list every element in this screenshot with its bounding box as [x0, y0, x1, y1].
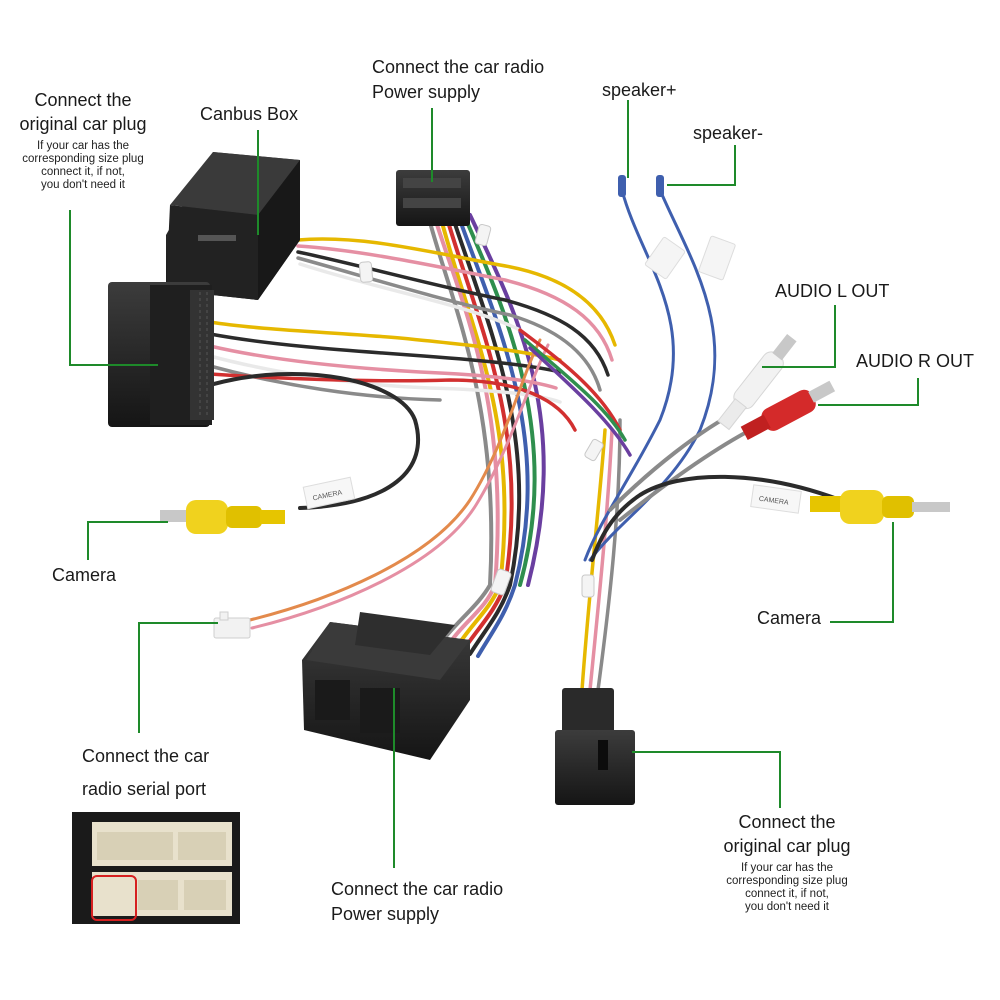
label-serial-port-line2: radio serial port: [82, 779, 207, 799]
label-note-line: you don't need it: [40, 179, 126, 191]
cable-ties: [358, 223, 604, 598]
label-title-line: original car plug: [723, 836, 851, 856]
label-radio-power-bottom-line2: Power supply: [331, 904, 440, 924]
label-speaker-plus: speaker+: [602, 80, 677, 100]
label-original-plug-left: Connect the original car plug If your ca…: [8, 88, 158, 192]
label-note-line: connect it, if not,: [41, 166, 125, 178]
wire-bundle: [208, 188, 842, 692]
svg-text:CAMERA: CAMERA: [758, 496, 789, 507]
label-audio-l-out: AUDIO L OUT: [775, 281, 890, 301]
rca-plug-icon: [740, 380, 836, 441]
label-title-line: Connect the: [34, 90, 132, 110]
label-camera-left: Camera: [52, 565, 117, 585]
canbus-box-icon: [166, 152, 300, 300]
label-original-plug-right: Connect the original car plug If your ca…: [712, 810, 862, 914]
wire-harness-connector-icon: [302, 612, 470, 760]
rca-plug-icon: [810, 490, 950, 524]
callout-lines: [69, 100, 919, 868]
camera-tag: CAMERA: [302, 476, 356, 510]
label-radio-power-bottom-line1: Connect the car radio: [331, 879, 504, 899]
label-camera-right: Camera: [757, 608, 822, 628]
label-serial-port-line1: Connect the car: [82, 746, 210, 766]
label-audio-r-out: AUDIO R OUT: [856, 351, 975, 371]
label-note-line: you don't need it: [744, 901, 830, 913]
camera-tag: CAMERA: [750, 484, 802, 514]
rca-plug-icon: [160, 500, 285, 534]
speaker-terminals: [618, 175, 736, 281]
label-radio-power-top-line1: Connect the car radio: [372, 57, 545, 77]
label-title-line: Connect the: [738, 812, 836, 832]
label-note-line: connect it, if not,: [745, 888, 829, 900]
label-canbus-box: Canbus Box: [200, 104, 299, 124]
label-note-line: If your car has the: [740, 862, 834, 874]
serial-port-photo: [72, 812, 240, 924]
label-title-line: original car plug: [19, 114, 147, 134]
label-note-line: If your car has the: [36, 140, 130, 152]
wire-harness-connector-icon: [108, 282, 214, 427]
label-speaker-minus: speaker-: [693, 123, 764, 143]
label-radio-power-top-line2: Power supply: [372, 82, 481, 102]
label-note-line: corresponding size plug: [726, 875, 848, 887]
serial-port-plug-icon: [213, 611, 251, 639]
wire-harness-connector-icon: [555, 688, 635, 805]
serial-port-highlight: [91, 875, 137, 921]
wire-harness-connector-icon: [396, 170, 470, 226]
label-note-line: corresponding size plug: [22, 153, 144, 165]
